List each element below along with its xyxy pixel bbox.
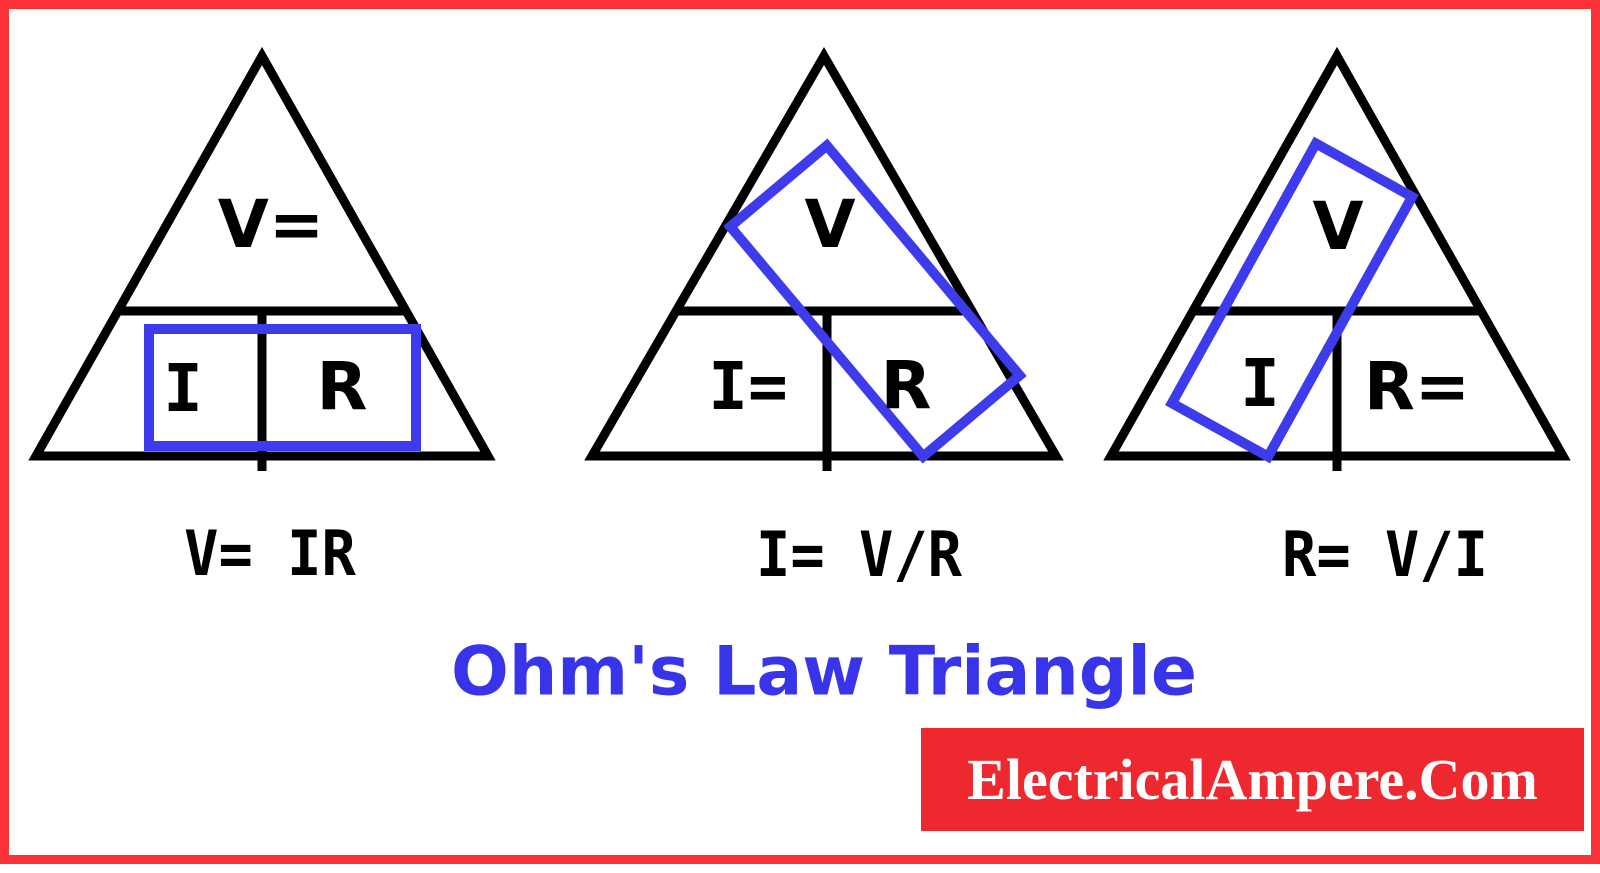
triangle-1-highlight-rect xyxy=(144,324,421,451)
triangle-1-bottom-left-label: I xyxy=(163,350,203,427)
triangle-1-top-label: V= xyxy=(217,186,325,263)
watermark-text: ElectricalAmpere.Com xyxy=(967,747,1538,812)
formula-voltage: V= IR xyxy=(184,517,356,590)
triangle-2-highlight-rect xyxy=(723,138,1027,464)
diagram-shapes xyxy=(28,46,1571,471)
triangle-2-bottom-left-label: I= xyxy=(708,348,788,425)
triangle-3-highlight-rect xyxy=(1165,136,1419,464)
formula-current: I= V/R xyxy=(755,518,963,591)
triangle-3-top-label: V xyxy=(1312,188,1364,265)
triangle-1-bottom-right-label: R xyxy=(316,348,368,425)
watermark-box: ElectricalAmpere.Com xyxy=(921,728,1584,831)
triangle-3-bottom-right-label: R= xyxy=(1363,348,1471,425)
formula-resistance: R= V/I xyxy=(1281,518,1489,591)
triangle-2-bottom-right-label: R xyxy=(880,347,932,424)
triangle-2-top-label: V xyxy=(804,186,856,263)
triangle-3-bottom-left-label: I xyxy=(1240,345,1280,422)
page-title: Ohm's Law Triangle xyxy=(451,632,1197,712)
